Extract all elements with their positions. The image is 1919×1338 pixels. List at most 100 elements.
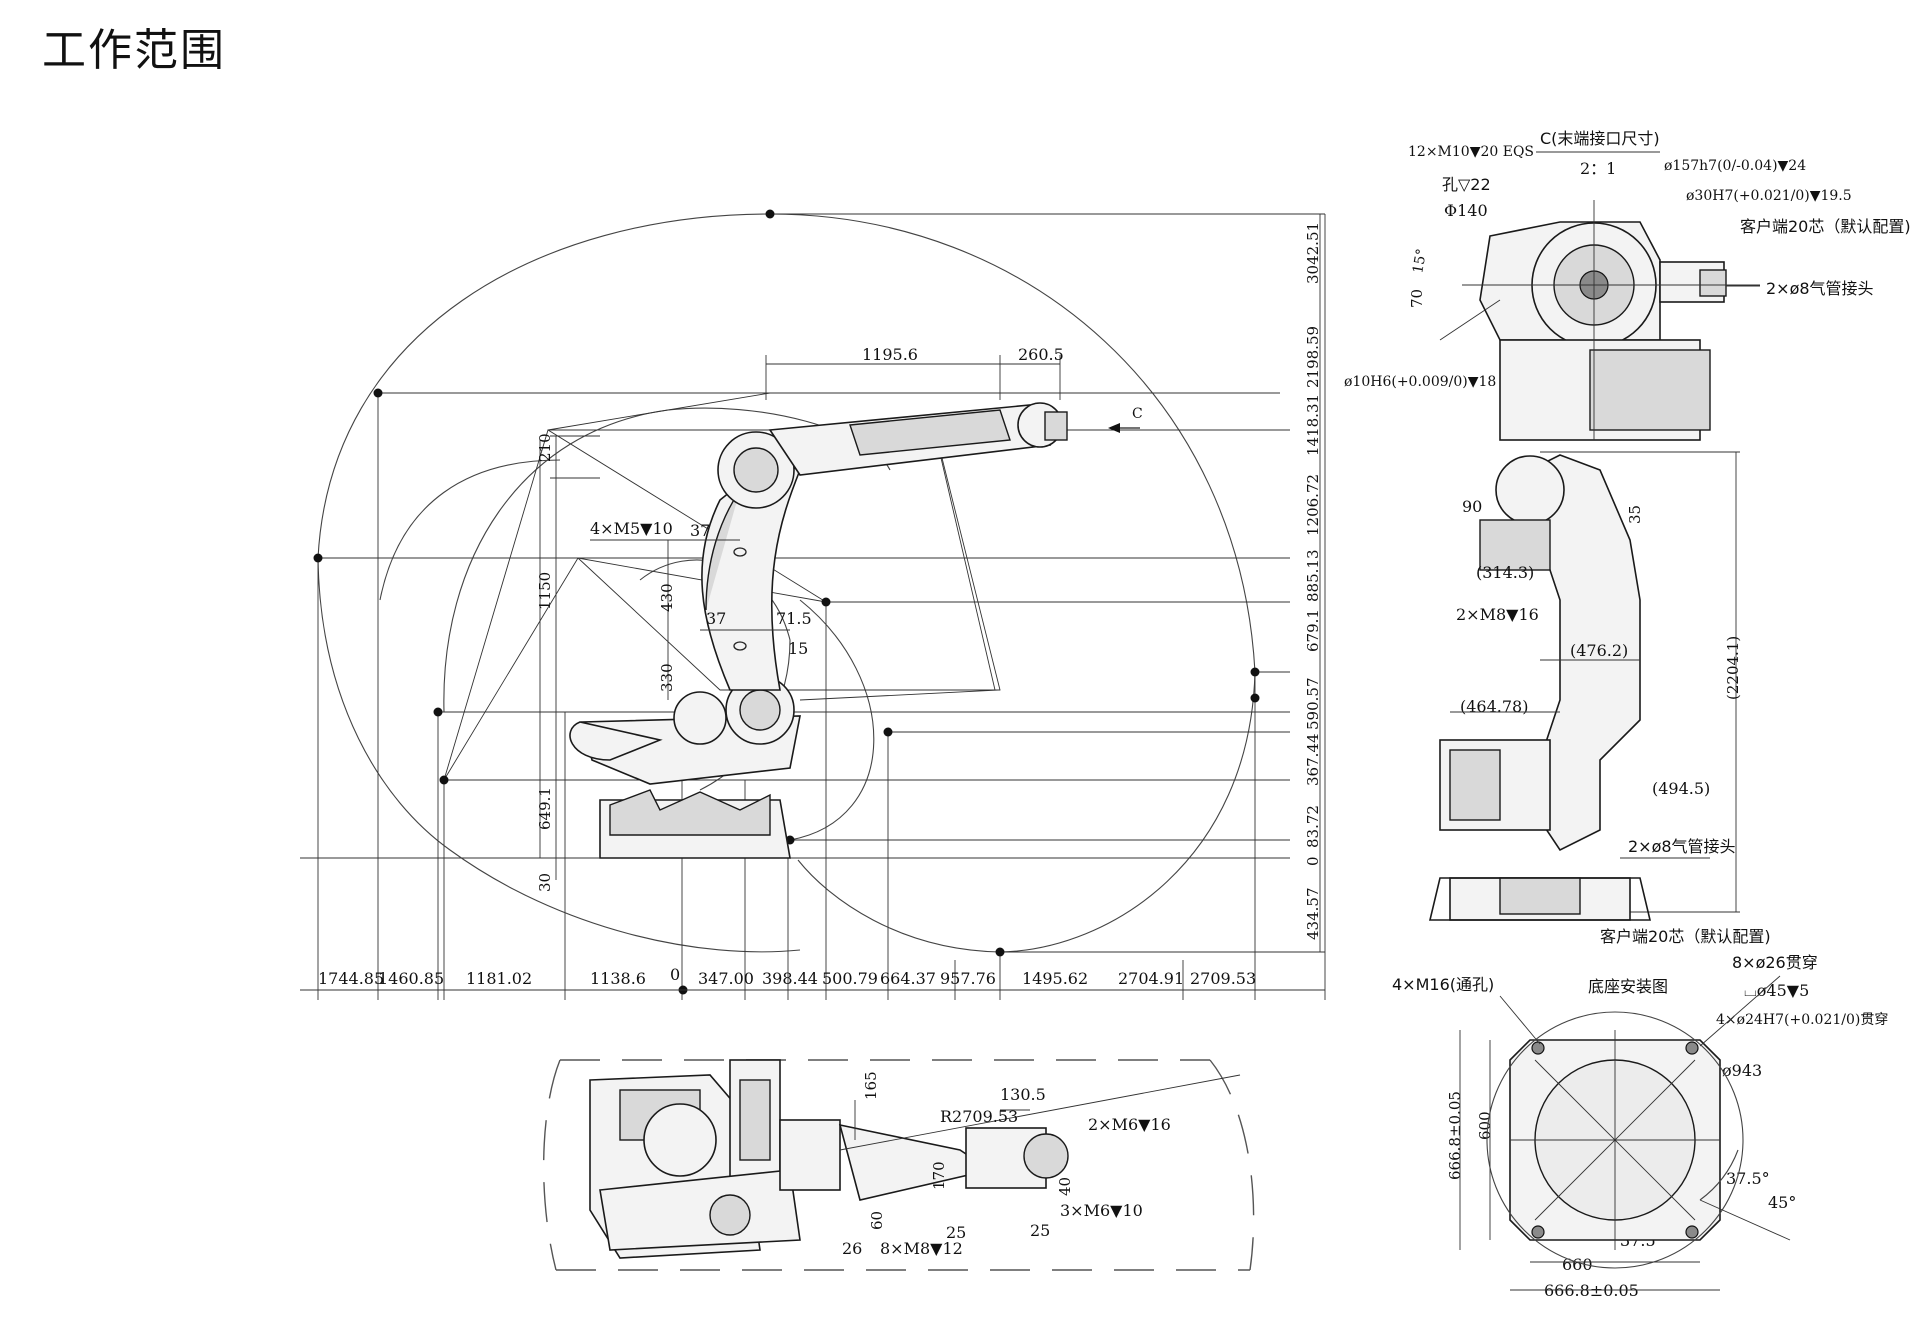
dim-260-5: 260.5 (1018, 345, 1064, 364)
flange-hole-22: 孔▽22 (1442, 175, 1491, 194)
right-leaders (300, 213, 1325, 953)
dim-1744-85: 1744.85 (318, 969, 384, 988)
page-title: 工作范围 (42, 25, 226, 76)
flange-15deg: 15° (1410, 247, 1430, 274)
dim-434-57: 434.57 (1304, 888, 1322, 941)
base-8xd26: 8×ø26贯穿 (1732, 953, 1818, 972)
dim-71-5: 71.5 (776, 609, 812, 628)
side-35: 35 (1626, 505, 1644, 524)
base-title: 底座安装图 (1588, 977, 1668, 996)
dim-4xm5: 4×M5▼10 (590, 519, 673, 538)
dim-210: 210 (536, 433, 554, 462)
base-d943: ø943 (1722, 1061, 1762, 1080)
dim-649-1: 649.1 (536, 787, 554, 830)
dim-1150: 1150 (536, 572, 554, 610)
dim-330: 330 (658, 663, 676, 692)
dim-3042-51: 3042.51 (1304, 222, 1322, 284)
side-314-3: (314.3) (1476, 563, 1534, 582)
base-37-5-right: 37.5° (1726, 1169, 1770, 1188)
dim-26: 26 (842, 1239, 862, 1258)
bottom-scale: 1744.85 1460.85 1181.02 1138.6 0 347.00 … (300, 965, 1325, 991)
dim-15: 15 (788, 639, 808, 658)
dim-0-right: 0 (1304, 856, 1322, 866)
dim-2704-91: 2704.91 (1118, 969, 1184, 988)
side-476-2: (476.2) (1570, 641, 1628, 660)
base-cbore: ⌴ø45▼5 (1744, 981, 1809, 1000)
flange-air-fitting: 2×ø8气管接头 (1766, 279, 1874, 298)
flange-d157: ø157h7(0/-0.04)▼24 (1664, 158, 1806, 174)
flange-12xm10: 12×M10▼20 EQS (1408, 144, 1534, 160)
dim-2xm6-16: 2×M6▼16 (1088, 1115, 1171, 1134)
dim-2709-53: 2709.53 (1190, 969, 1256, 988)
dim-37-mid: 37 (706, 609, 726, 628)
side-90: 90 (1462, 497, 1482, 516)
flange-d30: ø30H7(+0.021/0)▼19.5 (1686, 188, 1852, 204)
base-45: 45° (1768, 1193, 1796, 1212)
dim-398-44: 398.44 (762, 969, 818, 988)
dim-2198-59: 2198.59 (1304, 326, 1322, 388)
dim-r2709-53: R2709.53 (940, 1107, 1018, 1126)
dim-1181-02: 1181.02 (466, 969, 532, 988)
dim-1206-72: 1206.72 (1304, 474, 1322, 536)
dim-885-13: 885.13 (1304, 550, 1322, 603)
dim-664-37: 664.37 (880, 969, 936, 988)
dim-8xm8-12: 8×M8▼12 (880, 1239, 963, 1258)
dim-83-72: 83.72 (1304, 805, 1322, 848)
arm-inner-dimensions: 4×M5▼10 37 430 37 71.5 15 330 (590, 519, 812, 692)
dim-30: 30 (536, 873, 554, 892)
dim-430: 430 (658, 583, 676, 612)
side-2xm8-16: 2×M8▼16 (1456, 605, 1539, 624)
side-2204-1: (2204.1) (1724, 636, 1742, 700)
view-arrow-c: C (1132, 406, 1143, 422)
dim-25-a: 25 (946, 1223, 966, 1242)
dim-37-top: 37 (690, 521, 710, 540)
dim-60: 60 (868, 1211, 886, 1230)
dim-1195-6: 1195.6 (862, 345, 918, 364)
side-494-5: (494.5) (1652, 779, 1710, 798)
flange-header: C(末端接口尺寸) (1540, 129, 1660, 148)
flange-phi140: Φ140 (1444, 201, 1488, 220)
side-464-78: (464.78) (1460, 697, 1528, 716)
dim-590-57: 590.57 (1304, 678, 1322, 731)
dim-0-bottom: 0 (670, 965, 680, 984)
flange-70: 70 (1408, 289, 1426, 308)
bottom-leaders (317, 214, 1326, 1000)
side-client-20: 客户端20芯（默认配置) (1600, 927, 1771, 946)
side-rear-view: 90 35 (314.3) 2×M8▼16 (476.2) (464.78) (… (1428, 451, 1771, 946)
dim-40: 40 (1056, 1177, 1074, 1196)
dim-1418-31: 1418.31 (1304, 394, 1322, 456)
dim-130-5: 130.5 (1000, 1085, 1046, 1104)
flange-scale: 2：1 (1580, 159, 1616, 178)
dim-367-44: 367.44 (1304, 734, 1322, 787)
flange-client-20: 客户端20芯（默认配置) (1740, 217, 1911, 236)
dim-1495-62: 1495.62 (1022, 969, 1088, 988)
flange-d10: ø10H6(+0.009/0)▼18 (1344, 374, 1496, 390)
base-666-8-v: 666.8±0.05 (1446, 1091, 1464, 1180)
right-scale: 3042.51 2198.59 1418.31 1206.72 885.13 6… (1304, 214, 1322, 952)
top-view: 165 R2709.53 130.5 2×M6▼16 170 40 3×M6▼1… (542, 1059, 1255, 1271)
dim-347: 347.00 (698, 969, 754, 988)
dim-500-79: 500.79 (822, 969, 878, 988)
base-660: 660 (1562, 1255, 1593, 1274)
dim-679-1: 679.1 (1304, 609, 1322, 652)
inner-arc-small (379, 459, 561, 601)
dim-170: 170 (930, 1161, 948, 1190)
left-dimensions: 210 1150 649.1 30 (536, 433, 600, 892)
curve-left (317, 557, 801, 953)
robot-side-body (569, 402, 1140, 859)
dim-1460-85: 1460.85 (378, 969, 444, 988)
base-mounting-view: 底座安装图 4×M16(通孔) 8×ø26贯穿 ⌴ø45▼5 4×ø24H7(+… (1392, 953, 1888, 1300)
side-air-fitting: 2×ø8气管接头 (1628, 837, 1736, 856)
dim-165: 165 (862, 1071, 880, 1100)
base-4xd24: 4×ø24H7(+0.021/0)贯穿 (1716, 1012, 1888, 1028)
work-envelope-view: 1195.6 260.5 C 210 1150 649.1 30 4×M5▼10… (300, 209, 1326, 1000)
flange-detail-view: C(末端接口尺寸) 2：1 12×M10▼20 EQS 孔▽22 Φ140 15… (1344, 129, 1911, 441)
base-4xm16: 4×M16(通孔) (1392, 975, 1494, 994)
dim-25-b: 25 (1030, 1221, 1050, 1240)
dim-957-76: 957.76 (940, 969, 996, 988)
base-600: 600 (1476, 1111, 1494, 1140)
dim-1138-6: 1138.6 (590, 969, 646, 988)
top-dimensions: 1195.6 260.5 C (765, 345, 1143, 422)
base-666-8-h: 666.8±0.05 (1544, 1281, 1639, 1300)
envelope-points (313, 209, 1260, 995)
